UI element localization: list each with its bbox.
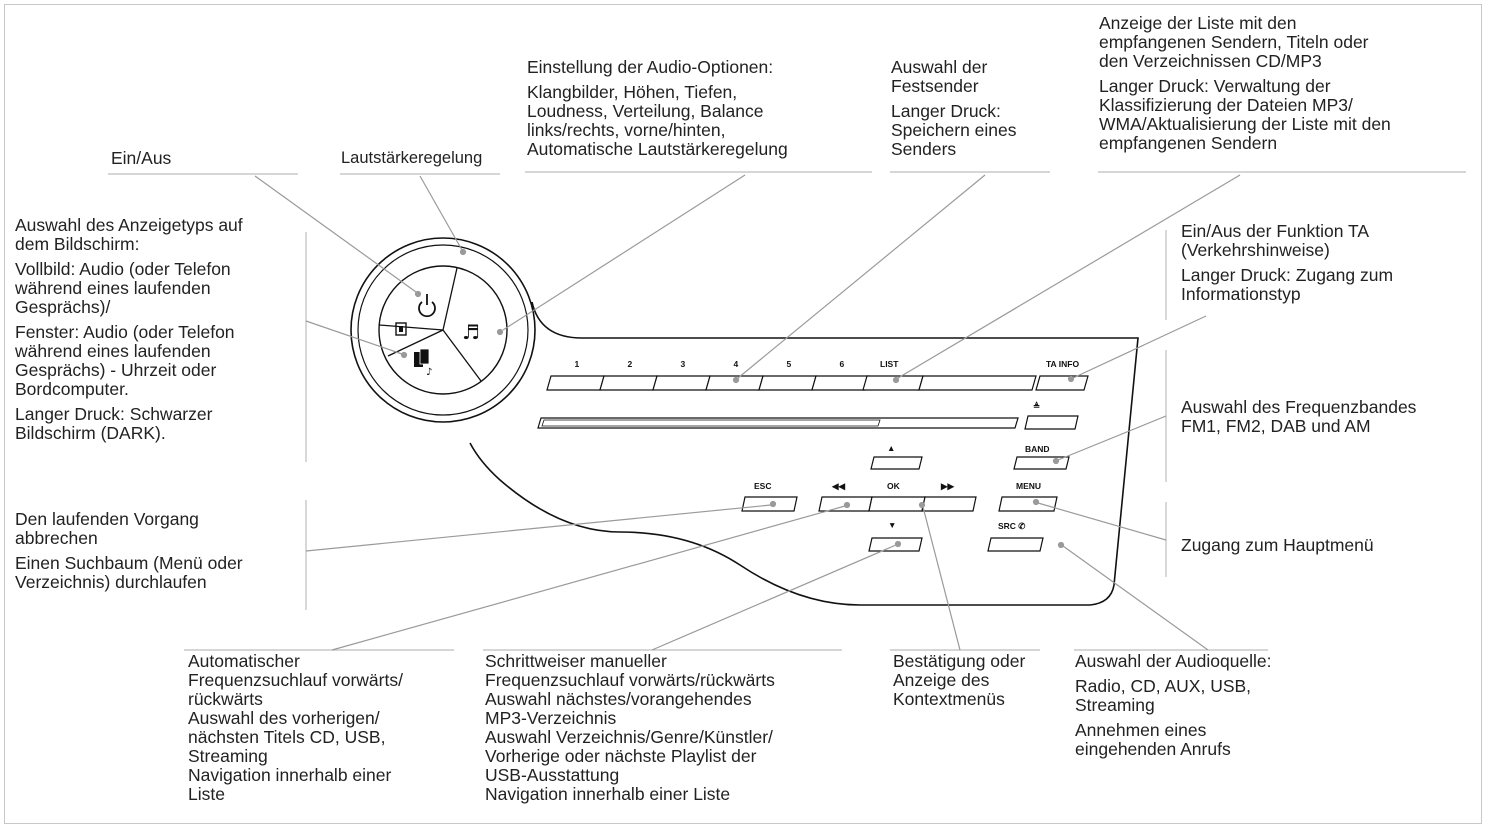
label-audio-options: Einstellung der Audio-Optionen: Klangbil… bbox=[527, 57, 788, 159]
label-lautstaerke: Lautstärkeregelung bbox=[341, 149, 483, 167]
preset-6-button[interactable] bbox=[811, 375, 870, 391]
preset-5-button[interactable] bbox=[758, 375, 817, 391]
speaker-icon bbox=[395, 322, 407, 336]
preset-3-label: 3 bbox=[681, 359, 686, 369]
label-band: Auswahl des Frequenzbandes FM1, FM2, DAB… bbox=[1181, 397, 1417, 436]
menu-button-label: MENU bbox=[1016, 481, 1041, 491]
up-arrow-icon: ▲ bbox=[887, 443, 895, 453]
label-src: Auswahl der Audioquelle: Radio, CD, AUX,… bbox=[1075, 651, 1272, 759]
ta-info-button-label: TA INFO bbox=[1046, 359, 1079, 369]
band-button-label: BAND bbox=[1025, 444, 1050, 454]
panel-outline bbox=[469, 301, 1139, 606]
eject-icon: ≜ bbox=[1033, 401, 1040, 411]
label-ta: Ein/Aus der Funktion TA (Verkehrshinweis… bbox=[1181, 221, 1394, 304]
display-mode-icon: ♪ bbox=[414, 348, 432, 378]
separator-lines bbox=[305, 230, 1167, 610]
ok-button[interactable] bbox=[868, 496, 926, 512]
preset-1-button[interactable] bbox=[546, 375, 605, 391]
preset-buttons[interactable] bbox=[546, 375, 870, 391]
next-icon: ▶▶ bbox=[940, 481, 956, 491]
esc-button-label: ESC bbox=[754, 481, 771, 491]
list-button-gap bbox=[918, 375, 1037, 391]
list-button-label: LIST bbox=[880, 359, 899, 369]
label-underlines bbox=[108, 171, 1466, 651]
label-liste: Anzeige der Liste mit den empfangenen Se… bbox=[1099, 13, 1391, 153]
power-icon bbox=[418, 294, 436, 318]
ok-button-label: OK bbox=[887, 481, 901, 491]
esc-button[interactable] bbox=[741, 496, 798, 512]
cd-slot-inner bbox=[541, 419, 881, 427]
preset-2-label: 2 bbox=[628, 359, 633, 369]
list-button[interactable] bbox=[862, 375, 924, 391]
next-button[interactable] bbox=[921, 496, 977, 512]
preset-5-label: 5 bbox=[787, 359, 792, 369]
down-arrow-icon: ▼ bbox=[888, 520, 896, 530]
leader-lines bbox=[254, 174, 1241, 651]
svg-text:♪: ♪ bbox=[426, 367, 432, 378]
up-button[interactable] bbox=[870, 456, 923, 470]
label-anzeigetyp: Auswahl des Anzeigetyps auf dem Bildschi… bbox=[15, 215, 243, 443]
diagram-frame bbox=[4, 4, 1482, 824]
music-note-icon: ♬ bbox=[462, 320, 480, 344]
src-button[interactable] bbox=[987, 537, 1044, 552]
preset-4-label: 4 bbox=[734, 359, 739, 369]
preset-3-button[interactable] bbox=[652, 375, 711, 391]
preset-1-label: 1 bbox=[575, 359, 580, 369]
label-menu: Zugang zum Hauptmenü bbox=[1181, 535, 1374, 555]
preset-labels: 1 2 3 4 5 6 bbox=[575, 359, 845, 369]
svg-text:♬: ♬ bbox=[462, 320, 480, 344]
label-ein-aus: Ein/Aus bbox=[111, 148, 172, 168]
src-button-label: SRC ✆ bbox=[998, 521, 1026, 531]
ta-info-button[interactable] bbox=[1035, 375, 1089, 391]
label-ok: Bestätigung oder Anzeige des Kontextmenü… bbox=[893, 651, 1026, 709]
preset-2-button[interactable] bbox=[599, 375, 658, 391]
control-knob[interactable] bbox=[350, 237, 536, 423]
label-suchlauf: Automatischer Frequenzsuchlauf vorwärts/… bbox=[188, 651, 403, 804]
eject-button[interactable] bbox=[1024, 415, 1079, 430]
label-esc: Den laufenden Vorgang abbrechen Einen Su… bbox=[15, 509, 243, 592]
label-manuell: Schrittweiser manueller Frequenzsuchlauf… bbox=[485, 651, 775, 804]
label-festsender: Auswahl der Festsender Langer Druck: Spe… bbox=[891, 57, 1017, 159]
preset-6-label: 6 bbox=[840, 359, 845, 369]
cd-slot bbox=[537, 417, 1019, 429]
prev-icon: ◀◀ bbox=[831, 481, 847, 491]
menu-button[interactable] bbox=[998, 496, 1058, 512]
